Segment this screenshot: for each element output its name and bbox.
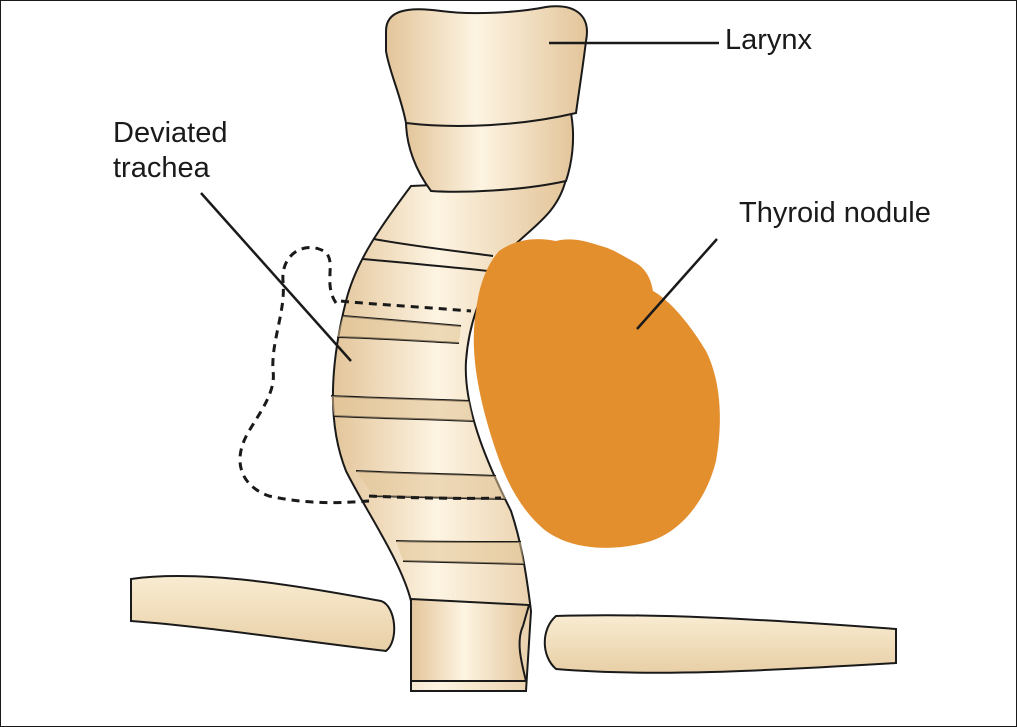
trachea-lower-segment (411, 599, 529, 681)
thyroid-nodule (474, 239, 720, 548)
deviated-trachea-label: Deviated trachea (113, 116, 227, 186)
right-clavicle (545, 615, 896, 673)
left-clavicle (131, 576, 394, 651)
thyroid-nodule-label: Thyroid nodule (739, 196, 931, 231)
larynx-label: Larynx (725, 23, 812, 58)
larynx-upper (386, 6, 587, 126)
